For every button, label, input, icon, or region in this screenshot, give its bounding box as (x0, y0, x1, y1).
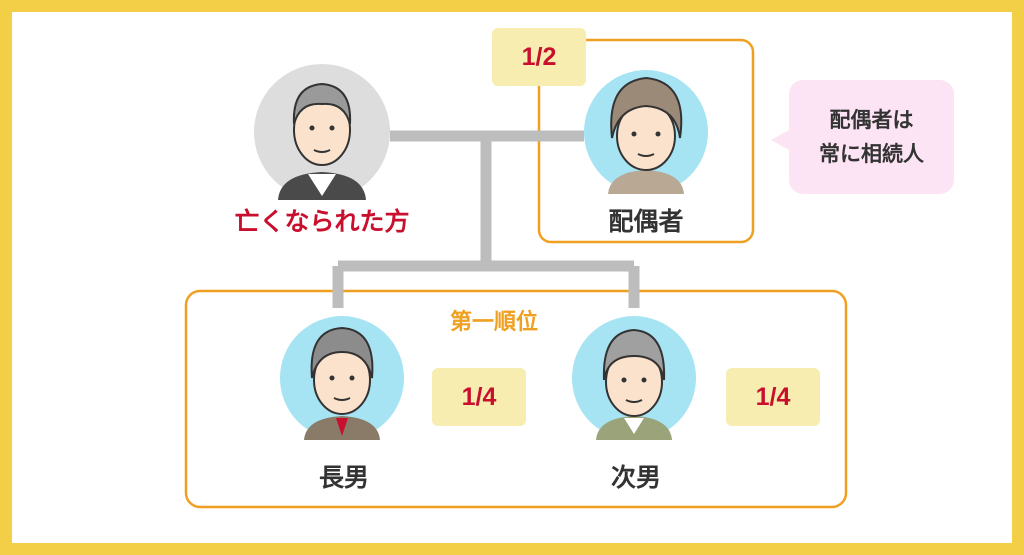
first-rank-box (184, 289, 848, 509)
speech-bubble: 配偶者は 常に相続人 (771, 80, 954, 194)
spouse-avatar (584, 70, 708, 194)
second-son-avatar (572, 316, 696, 440)
eldest-son-share-badge: 1/4 (432, 368, 526, 426)
spouse-share-badge: 1/2 (492, 28, 586, 86)
deceased-avatar (254, 64, 390, 200)
inheritance-diagram (184, 38, 848, 509)
first-rank-title: 第一順位 (449, 310, 539, 335)
eldest-son-avatar (280, 316, 404, 440)
family-connectors (332, 130, 640, 308)
spouse-label: 配偶者 (608, 207, 684, 236)
diagram-canvas: 亡くなられた方 配偶者 第一順位 長男 次男 1/2 1/4 1/4 配偶者は … (12, 12, 1012, 543)
bubble-line-1: 配偶者は (829, 108, 914, 132)
bubble-line-2: 常に相続人 (819, 142, 924, 166)
second-son-label: 次男 (610, 463, 662, 492)
deceased-label: 亡くなられた方 (234, 207, 410, 236)
eldest-son-label: 長男 (318, 463, 370, 492)
second-son-share-badge: 1/4 (726, 368, 820, 426)
